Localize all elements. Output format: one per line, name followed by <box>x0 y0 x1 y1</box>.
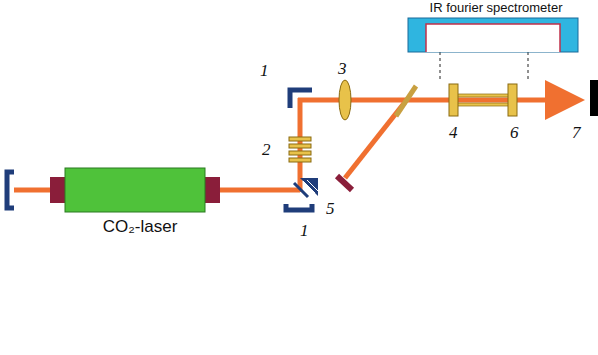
device-name: CO₂-laser <box>57 214 223 235</box>
spectrometer-box: IR fourier spectrometer <box>402 0 590 54</box>
callout-number: 6 <box>510 124 519 141</box>
laser-label: CO₂-laser <box>57 214 223 238</box>
callout-number: 1 <box>260 62 269 79</box>
callout-number: 2 <box>262 141 271 158</box>
callout-number: 4 <box>449 124 458 141</box>
callout-number: 5 <box>326 200 335 217</box>
callout-number: 1 <box>300 222 309 239</box>
callout-number: 3 <box>338 60 347 77</box>
callout-number: 7 <box>572 124 581 141</box>
device-title: IR fourier spectrometer <box>402 0 590 14</box>
